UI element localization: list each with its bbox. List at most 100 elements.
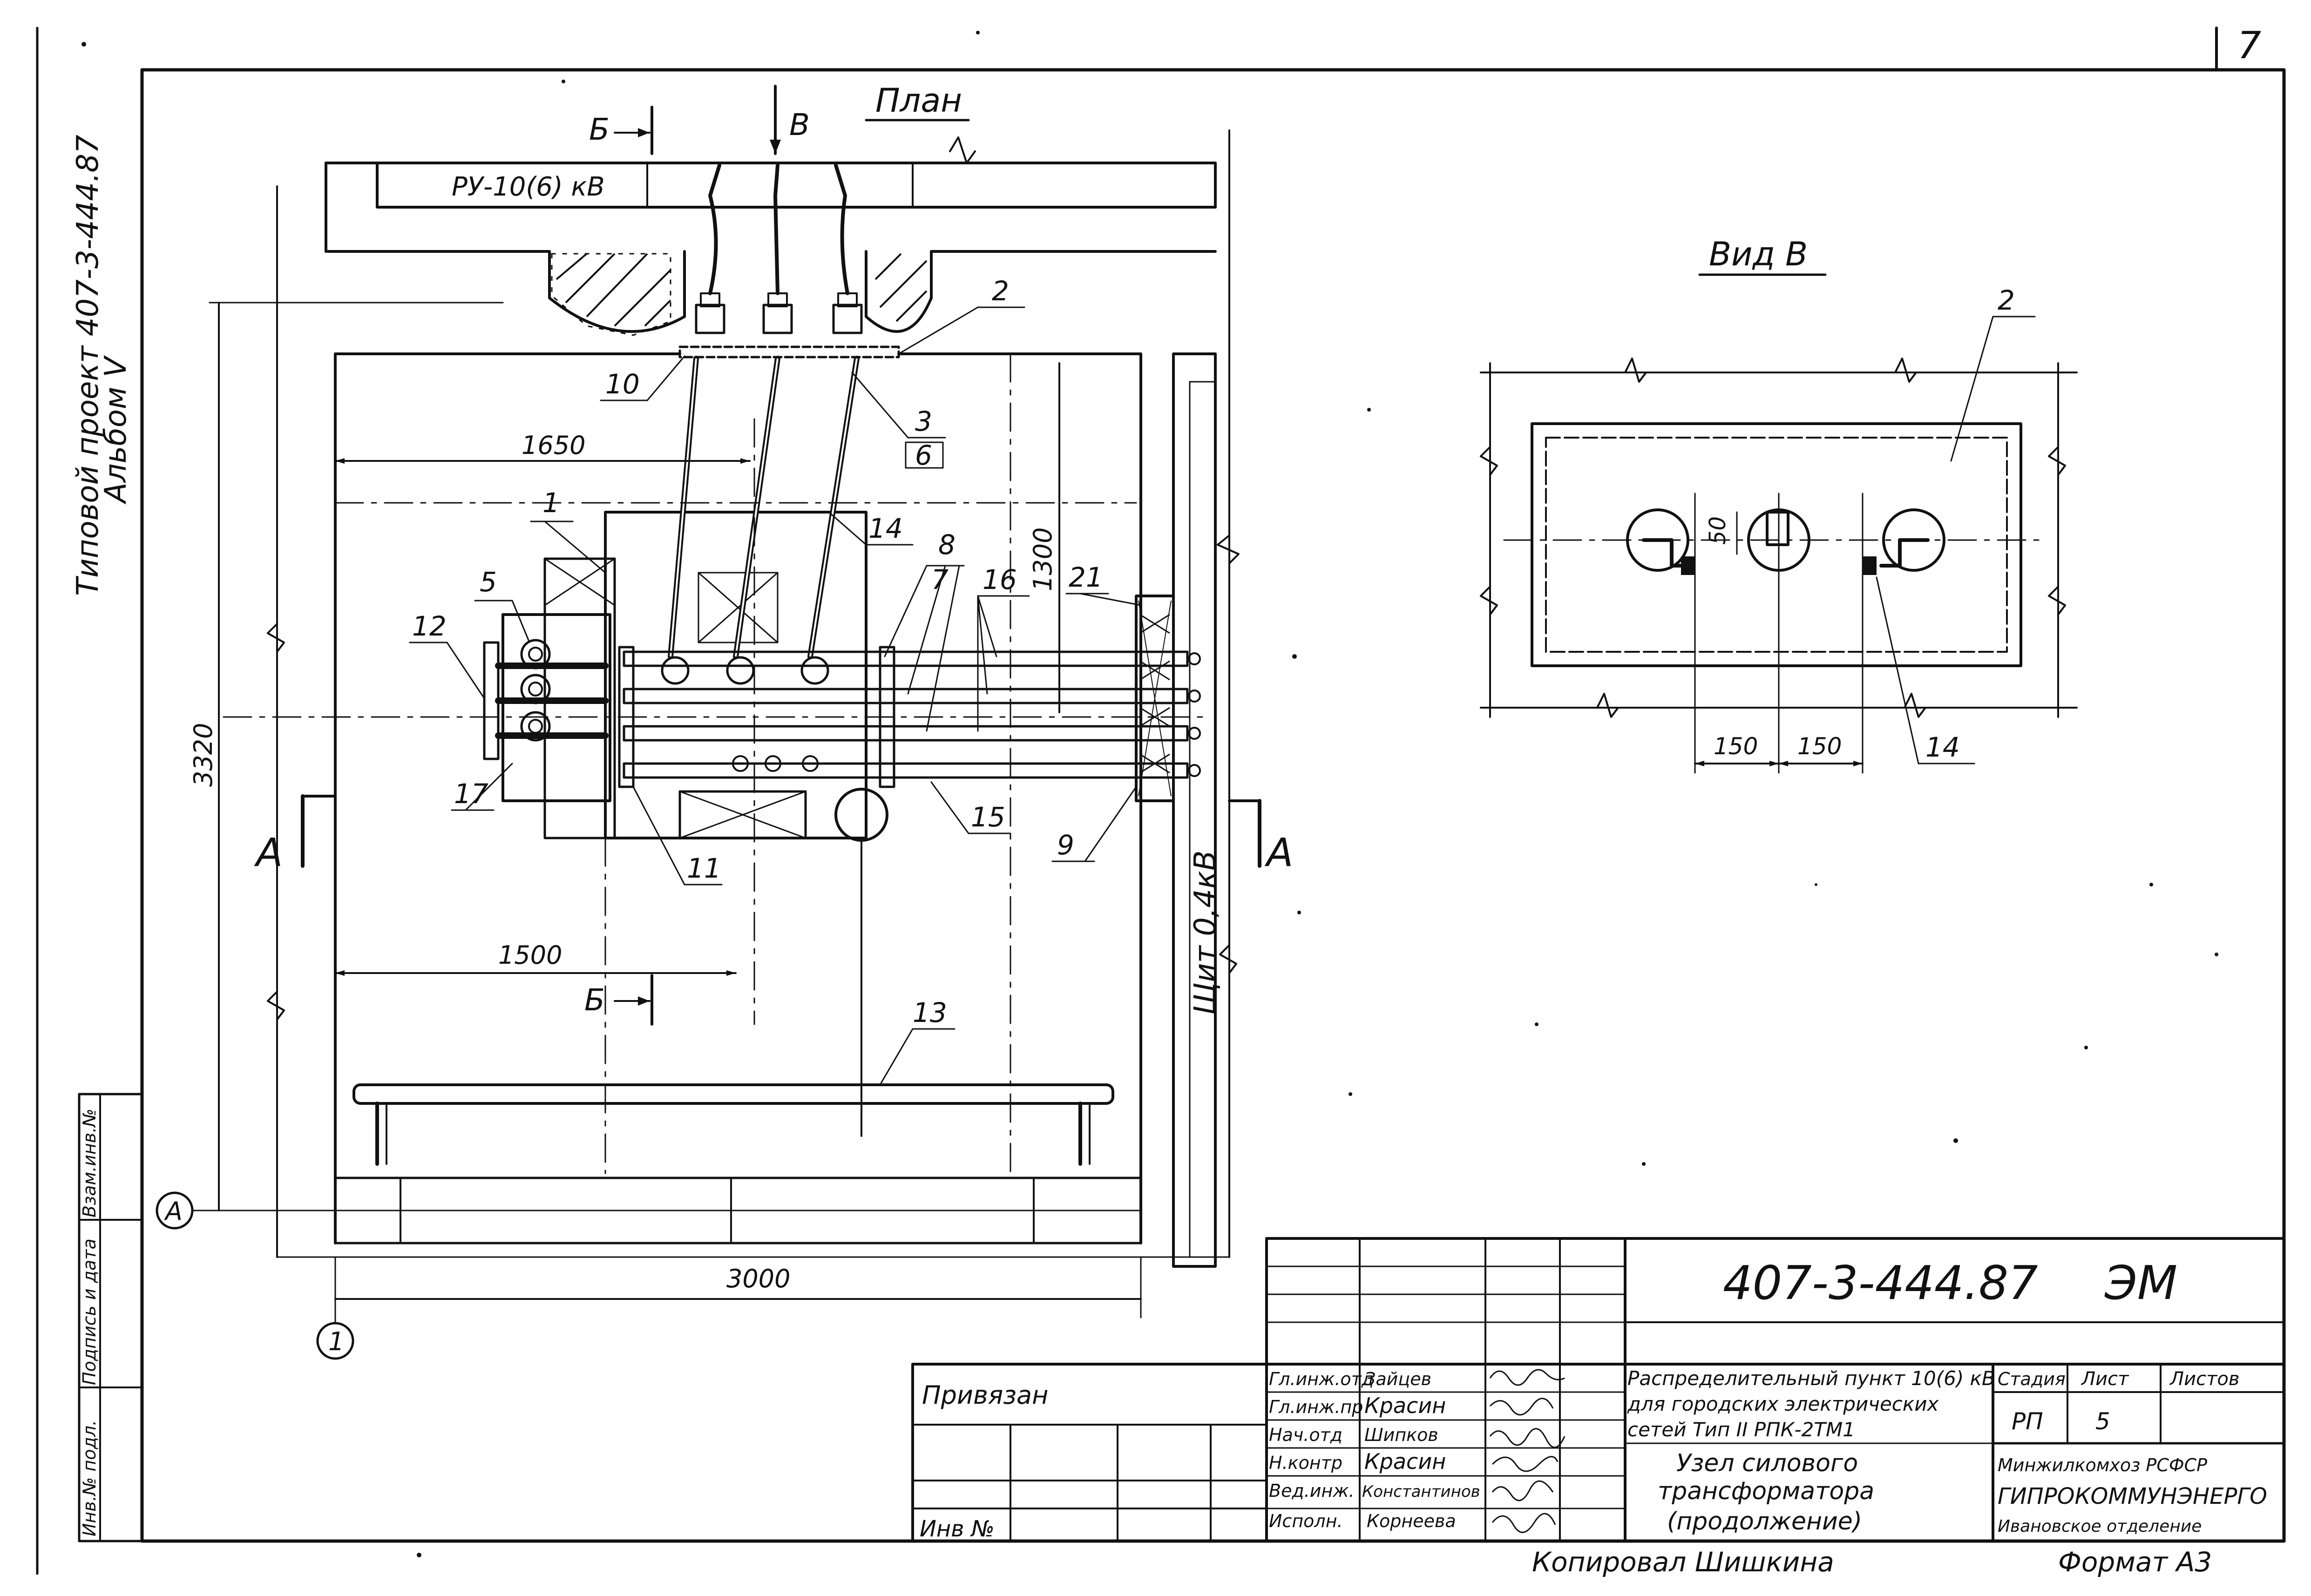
callout-8-label: 8 xyxy=(938,529,956,561)
callout-2: 2 xyxy=(898,275,1025,355)
privyazan-label: Привязан xyxy=(922,1380,1048,1410)
callout-11-label: 11 xyxy=(687,852,721,884)
side-stamp-project: Типовой проект 407-3-444.87 xyxy=(71,135,105,596)
switchgear-label: РУ-10(6) кВ xyxy=(452,172,605,202)
doc-code: 407-3-444.87 xyxy=(1723,1256,2038,1310)
view-v-arrow: В xyxy=(770,85,810,155)
callout-15: 15 xyxy=(930,781,1011,834)
callout-2-label: 2 xyxy=(992,275,1009,307)
section-a-right: А xyxy=(1228,799,1293,875)
view-v-dim-150a: 150 xyxy=(1714,733,1758,760)
callout-13: 13 xyxy=(879,997,956,1086)
section-b-bottom-label: Б xyxy=(584,983,605,1018)
callout-9-label: 9 xyxy=(1057,829,1074,861)
signature-rows: Гл.инж.отд Зайцев Гл.инж.пр Красин Нач.о… xyxy=(1269,1369,1480,1531)
sig-name-0: Зайцев xyxy=(1364,1369,1431,1389)
section-b-top: Б xyxy=(589,106,653,155)
callout-1-label: 1 xyxy=(542,487,560,519)
view-v-title: Вид В xyxy=(1709,235,1808,273)
centerlines xyxy=(223,353,1212,1174)
callout-5-label: 5 xyxy=(480,566,497,598)
format-label: Формат А3 xyxy=(2058,1546,2212,1578)
description: Распределительный пункт 10(6) кВ для гор… xyxy=(1627,1367,1995,1441)
rail-track xyxy=(352,1083,1114,1166)
doc-mark: ЭМ xyxy=(2104,1256,2177,1310)
sheet-title: Узел силового трансформатора (продолжени… xyxy=(1658,1449,1874,1535)
switchgear-wall: РУ-10(6) кВ xyxy=(325,136,1217,253)
view-v-callout-2-label: 2 xyxy=(1998,284,2015,316)
callout-9: 9 xyxy=(1051,786,1137,862)
sig-role-4: Вед.инж. xyxy=(1269,1481,1355,1501)
callout-16-label: 16 xyxy=(983,564,1017,595)
callout-10: 10 xyxy=(600,355,685,401)
callout-12-label: 12 xyxy=(412,610,447,642)
scan-noise xyxy=(81,31,2218,1557)
view-v-callout-14-label: 14 xyxy=(1925,731,1960,763)
callout-13-label: 13 xyxy=(913,997,947,1028)
view-v-callout-2: 2 xyxy=(1950,284,2036,462)
axis-1: 1 xyxy=(316,1256,354,1360)
callout-17: 17 xyxy=(451,763,513,811)
sig-role-0: Гл.инж.отд xyxy=(1269,1369,1374,1389)
callout-12: 12 xyxy=(409,610,485,699)
transformer xyxy=(543,511,867,839)
lv-terminal-box xyxy=(483,613,611,802)
callout-7-label: 7 xyxy=(931,564,949,595)
callout-21: 21 xyxy=(1065,561,1142,606)
callout-14: 14 xyxy=(828,511,914,546)
callout-7: 7 xyxy=(884,564,965,732)
callout-1: 1 xyxy=(530,487,606,574)
dim-1650: 1650 xyxy=(522,431,585,460)
callout-3: 3 xyxy=(851,372,946,439)
section-b-bottom: Б xyxy=(584,974,653,1026)
room-walls xyxy=(267,129,1240,1268)
inv-no-label: Инв № xyxy=(920,1516,995,1542)
sheet-title-line-1: Узел силового xyxy=(1676,1449,1858,1477)
sig-role-1: Гл.инж.пр xyxy=(1269,1397,1363,1417)
view-v-bushings xyxy=(1626,508,1945,575)
axis-a-label: А xyxy=(164,1197,183,1226)
plan-title: План xyxy=(875,81,962,120)
sheet-value: 5 xyxy=(2095,1408,2110,1435)
side-stamp: Типовой проект 407-3-444.87 Альбом V xyxy=(71,135,133,596)
axis-1-label: 1 xyxy=(328,1327,344,1356)
sig-name-5: Корнеева xyxy=(1367,1511,1456,1531)
copied-by: Копировал Шишкина xyxy=(1532,1546,1834,1578)
sheets-label: Листов xyxy=(2169,1368,2239,1390)
view-v-dim-50: 50 xyxy=(1705,516,1731,545)
sig-name-4: Константинов xyxy=(1362,1482,1480,1501)
view-v-dim-150b: 150 xyxy=(1797,733,1842,760)
sig-role-5: Исполн. xyxy=(1269,1511,1343,1531)
section-a-right-label: А xyxy=(1264,830,1293,875)
wall-opening xyxy=(548,250,933,336)
stage-value: РП xyxy=(2012,1408,2043,1435)
side-stamp-album: Альбом V xyxy=(99,355,133,505)
view-v: Вид В 50 1 xyxy=(1480,235,2078,774)
callout-6: 6 xyxy=(905,440,944,471)
callout-6-label: 6 xyxy=(915,440,932,471)
dim-3320: 3320 xyxy=(189,723,218,787)
sig-name-3: Красин xyxy=(1364,1449,1446,1474)
sig-role-3: Н.контр xyxy=(1269,1453,1342,1473)
section-a-left: А xyxy=(254,794,337,875)
dim-3000: 3000 xyxy=(726,1264,790,1293)
callout-21-label: 21 xyxy=(1069,561,1103,593)
callout-3-label: 3 xyxy=(915,406,932,437)
plan-callouts: 1 2 3 6 5 12 17 11 10 14 8 7 16 21 15 9 … xyxy=(409,275,1142,1086)
left-strip-inv: Инв.№ подл. xyxy=(79,1420,100,1536)
view-v-arrow-label: В xyxy=(789,108,810,142)
description-line-1: Распределительный пункт 10(6) кВ xyxy=(1627,1367,1995,1390)
gas-relay xyxy=(834,788,888,1137)
sheet-title-line-3: (продолжение) xyxy=(1667,1508,1862,1535)
sheet-number: 7 xyxy=(2237,24,2261,67)
handwritten-signatures xyxy=(1489,1369,1566,1533)
section-a-left-label: А xyxy=(254,830,283,875)
plan-view: План РУ-10(6) кВ xyxy=(156,81,1293,1360)
left-strip-sign: Подпись и дата xyxy=(79,1238,100,1385)
callout-10-label: 10 xyxy=(605,368,640,400)
sig-name-1: Красин xyxy=(1364,1393,1446,1418)
hv-cables xyxy=(668,356,860,659)
org-name: ГИПРОКОММУНЭНЕРГО xyxy=(1998,1483,2267,1509)
dimensions: 1650 1500 1300 3320 3000 xyxy=(189,302,1142,1319)
